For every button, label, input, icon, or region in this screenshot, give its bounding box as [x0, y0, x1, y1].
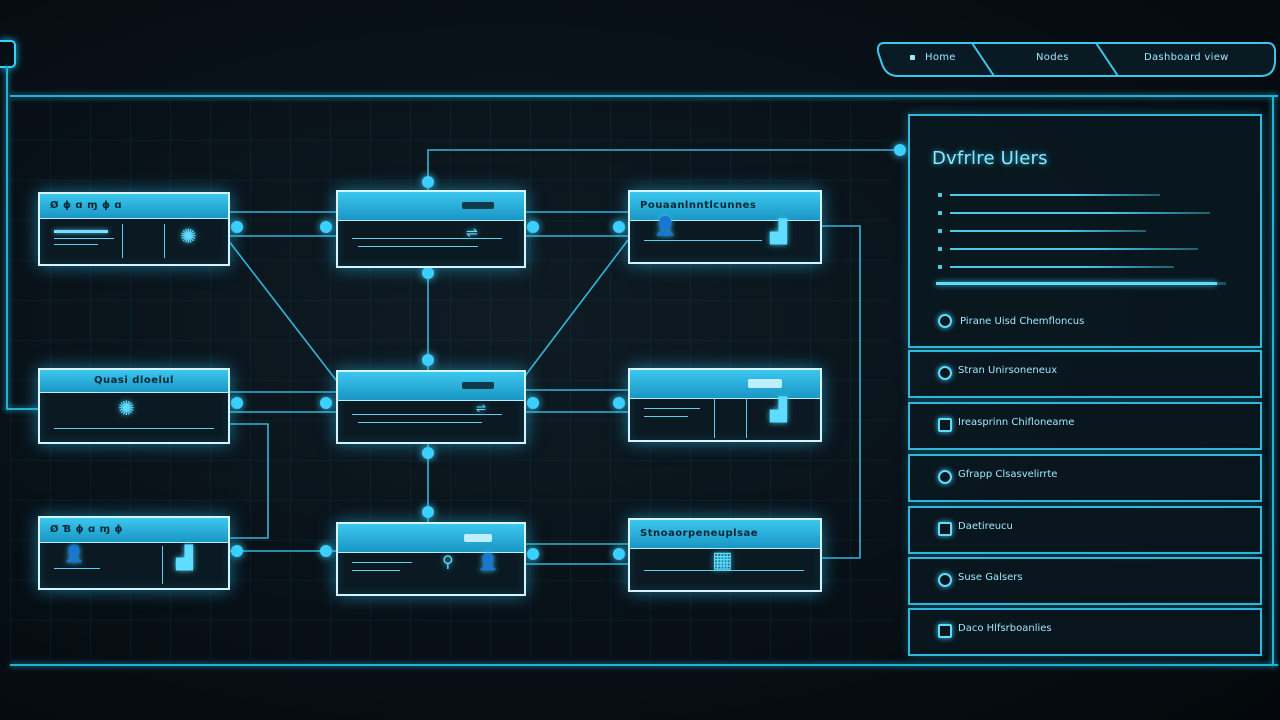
- port[interactable]: [613, 397, 625, 409]
- node-divider: [122, 224, 123, 258]
- node-bar: [54, 230, 108, 233]
- workflow-node[interactable]: ⇌: [336, 370, 526, 444]
- panel-text-line: [938, 226, 1146, 235]
- top-tab-bar: Home Nodes Dashboard view: [876, 42, 1276, 78]
- node-divider: [714, 398, 715, 438]
- circle-icon: [938, 366, 952, 380]
- tab-home-icon: [910, 54, 915, 60]
- toggle-icon: ⇌: [476, 401, 487, 415]
- node-line: [358, 246, 478, 247]
- panel-text-line: [938, 244, 1198, 253]
- workflow-node[interactable]: Quasi dloelul ✺: [38, 368, 230, 444]
- panel-text-line: [938, 190, 1160, 199]
- port[interactable]: [231, 397, 243, 409]
- circle-icon: [938, 573, 952, 587]
- node-divider: [164, 224, 165, 258]
- building-icon: ▦: [712, 548, 733, 573]
- workflow-node[interactable]: Stnoaorpeneuplsae ▦: [628, 518, 822, 592]
- port[interactable]: [894, 144, 906, 156]
- frame-connector: [6, 408, 40, 410]
- square-icon: [938, 522, 952, 536]
- brain-icon: ✺: [180, 224, 197, 248]
- node-line: [644, 240, 762, 241]
- port[interactable]: [613, 548, 625, 560]
- list-item[interactable]: Ireasprinn Chifloneame: [908, 402, 1262, 450]
- node-line: [54, 238, 114, 239]
- circle-icon: [938, 470, 952, 484]
- progress-fill: [936, 282, 1218, 285]
- port[interactable]: [527, 548, 539, 560]
- port[interactable]: [422, 354, 434, 366]
- workflow-node[interactable]: ⇌: [336, 190, 526, 268]
- workflow-node[interactable]: ⚲ 👤: [336, 522, 526, 596]
- node-divider: [162, 546, 163, 584]
- progress-bar: [936, 282, 1226, 285]
- port[interactable]: [527, 221, 539, 233]
- person-icon: 👤: [64, 544, 84, 563]
- port[interactable]: [320, 397, 332, 409]
- brain-icon: ✺: [118, 396, 135, 420]
- port[interactable]: [231, 545, 243, 557]
- panel-primary-item[interactable]: Pirane Uisd Chemfloncus: [938, 314, 1084, 328]
- port[interactable]: [231, 221, 243, 233]
- person-icon: 👤: [478, 552, 498, 571]
- bar-chart-icon: ▟: [770, 220, 787, 245]
- panel-text-line: [938, 208, 1210, 217]
- frame-top: [10, 95, 1278, 97]
- toggle-icon: ⇌: [466, 225, 478, 241]
- node-line: [54, 244, 98, 245]
- node-line: [644, 416, 688, 417]
- frame-right: [1272, 95, 1274, 666]
- info-panel: Dvfrlre Ulers Pirane Uisd Chemfloncus: [908, 114, 1262, 348]
- frame-bottom: [10, 664, 1278, 666]
- tab-home[interactable]: Home: [910, 52, 956, 63]
- port[interactable]: [527, 397, 539, 409]
- port[interactable]: [320, 221, 332, 233]
- node-badge: [464, 534, 492, 542]
- workflow-node[interactable]: Pouaanlnntlcunnes 👤 ▟: [628, 190, 822, 264]
- menu-toggle-icon[interactable]: [0, 40, 16, 68]
- node-badge: [462, 202, 494, 209]
- tab-nodes[interactable]: Nodes: [1036, 52, 1069, 63]
- node-badge: [748, 379, 782, 388]
- list-item[interactable]: Daetireucu: [908, 506, 1262, 554]
- port[interactable]: [422, 447, 434, 459]
- person-icon: 👤: [654, 216, 677, 237]
- node-badge: [462, 382, 494, 389]
- node-line: [54, 428, 214, 429]
- node-line: [352, 570, 400, 571]
- node-line: [644, 570, 804, 571]
- square-icon: [938, 418, 952, 432]
- list-item[interactable]: Suse Galsers: [908, 557, 1262, 605]
- node-line: [352, 562, 412, 563]
- workflow-node[interactable]: Ø ɸ ɑ ɱ ɸ ɑ ✺: [38, 192, 230, 266]
- node-line: [352, 414, 502, 415]
- list-item[interactable]: Stran Unirsoneneux: [908, 350, 1262, 398]
- node-divider: [746, 398, 747, 438]
- list-item[interactable]: Daco Hlfsrboanlies: [908, 608, 1262, 656]
- port[interactable]: [613, 221, 625, 233]
- port[interactable]: [422, 506, 434, 518]
- node-line: [358, 422, 482, 423]
- panel-title: Dvfrlre Ulers: [932, 148, 1048, 169]
- person-icon: ⚲: [442, 552, 454, 571]
- node-line: [352, 238, 502, 239]
- bar-chart-icon: ▟: [176, 546, 193, 571]
- port[interactable]: [422, 267, 434, 279]
- port[interactable]: [320, 545, 332, 557]
- frame-left: [6, 66, 8, 410]
- panel-text-line: [938, 262, 1174, 271]
- circle-icon: [938, 314, 952, 328]
- node-line: [54, 568, 100, 569]
- workflow-node[interactable]: Ø Ɓ ɸ ɑ ɱ ɸ 👤 ▟: [38, 516, 230, 590]
- square-icon: [938, 624, 952, 638]
- workflow-node[interactable]: ▟: [628, 368, 822, 442]
- node-line: [644, 408, 700, 409]
- list-item[interactable]: Gfrapp Clsasvelirrte: [908, 454, 1262, 502]
- tab-dashboard[interactable]: Dashboard view: [1144, 52, 1229, 63]
- port[interactable]: [422, 176, 434, 188]
- bar-chart-icon: ▟: [770, 398, 787, 423]
